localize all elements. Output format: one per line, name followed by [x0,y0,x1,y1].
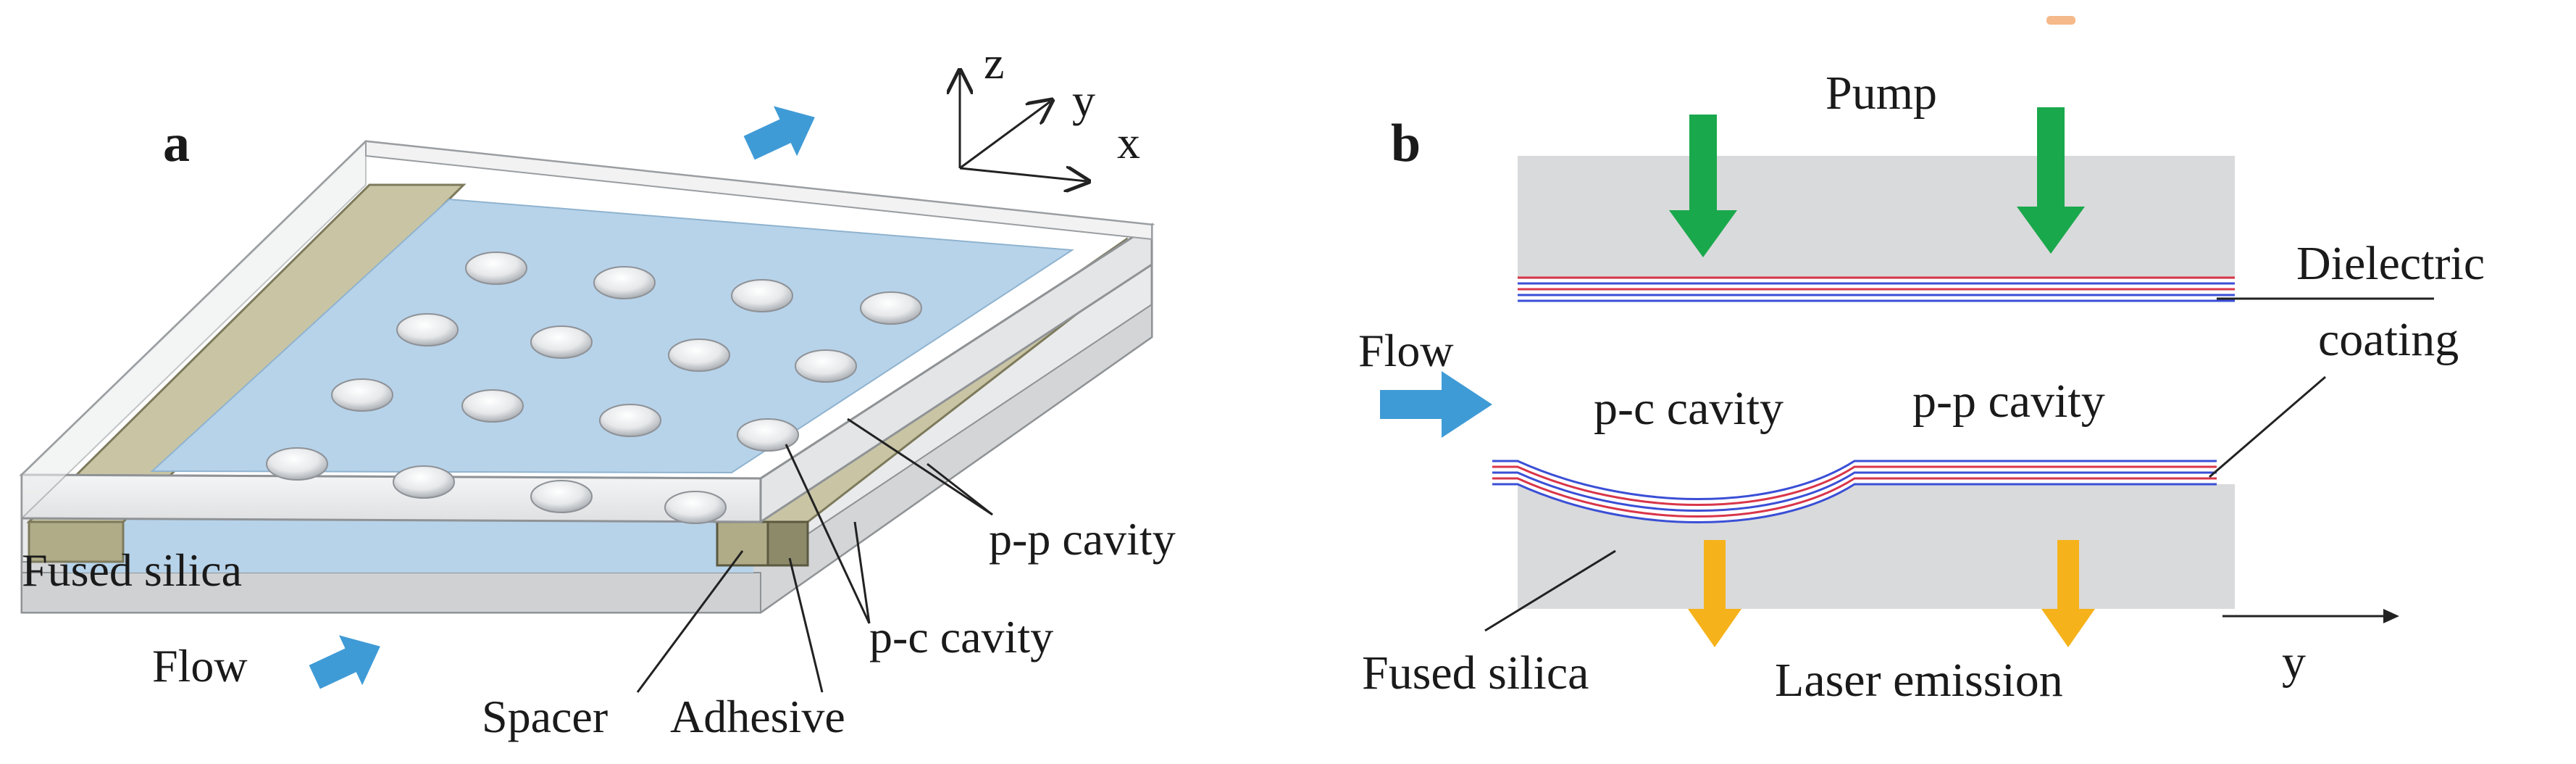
dimple-array [266,252,922,524]
dimple [530,325,593,359]
y-axis-arrow [2222,609,2399,623]
label-pump: Pump [1826,67,1937,120]
panel-a-letter: a [163,114,190,173]
label-coating: coating [2318,313,2459,366]
label-spacer: Spacer [482,691,608,742]
top-silica-slab [1518,156,2235,279]
bottom-dielectric-coating [1492,460,2217,523]
dimple [860,291,922,325]
dimple [461,389,524,423]
top-dielectric-coating [1518,276,2235,302]
dimple [593,266,656,299]
emission-arrow-left-icon [1688,540,1741,647]
dimple [664,491,727,524]
label-y-axis-b: y [2282,636,2306,689]
pump-arrow-right-icon [2017,107,2085,254]
label-laser-emission: Laser emission [1775,654,2063,707]
dimple [530,480,593,513]
flow-arrow-top-icon [743,106,815,160]
dimple [737,418,799,452]
dimple [396,313,459,346]
dimple [266,447,328,481]
label-dielectric: Dielectric [2296,237,2485,290]
panel-a: a [19,37,1176,742]
label-pp-cavity-a: p-p cavity [989,513,1176,565]
label-adhesive: Adhesive [670,691,845,742]
panel-b: b [1358,16,2485,707]
label-flow-a: Flow [152,640,248,692]
top-mark [2046,16,2075,25]
flow-arrow-bottom-icon [309,635,380,689]
bottom-silica-slab [1518,484,2235,609]
axis-y-label: y [1072,75,1095,126]
label-fused-silica-a: Fused silica [22,544,242,596]
label-pc-cavity-a: p-c cavity [869,611,1053,663]
emission-arrow-right-icon [2041,540,2095,647]
label-flow-b: Flow [1358,325,1454,376]
dimple [731,279,793,312]
dimple [465,252,527,285]
dimple [331,378,393,412]
axis-x-label: x [1117,117,1140,168]
dimple [393,465,455,499]
leader-lines-b [1484,297,2434,632]
dimple [668,339,730,372]
panel-b-letter: b [1391,114,1421,173]
label-pc-cavity-b: p-c cavity [1594,382,1783,435]
liquid-layer-lower [65,515,753,573]
flow-arrow-b-icon [1380,371,1492,438]
leader-lines-a [636,418,993,693]
label-pp-cavity-b: p-p cavity [1912,375,2105,428]
pump-arrow-left-icon [1669,115,1737,257]
dimple [795,349,857,383]
axis-triad: z y x [960,37,1140,181]
dimple [599,404,661,437]
axis-z-label: z [984,37,1004,88]
label-fused-silica-b: Fused silica [1362,647,1589,699]
